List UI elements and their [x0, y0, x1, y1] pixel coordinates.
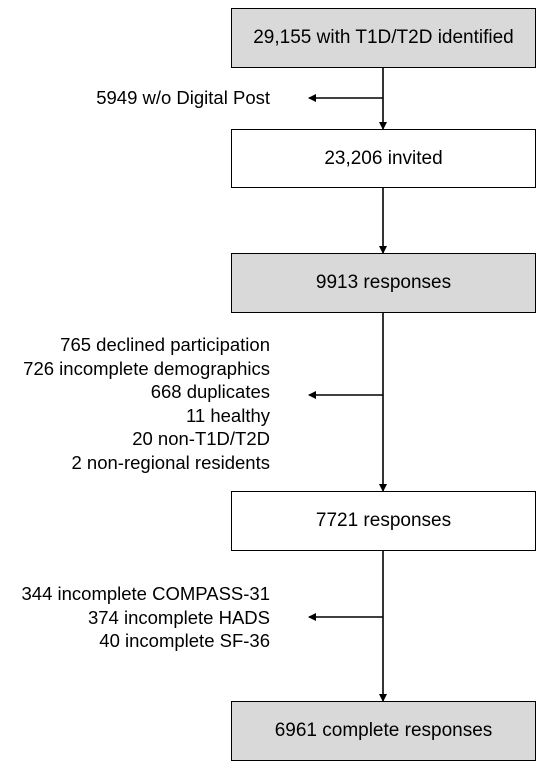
exclusion-line: 40 incomplete SF-36 — [99, 630, 270, 651]
exclusion-line: 2 non-regional residents — [71, 451, 271, 473]
box-complete: 6961 complete responses — [231, 701, 536, 761]
exclusion-line: 765 declined participation — [60, 334, 270, 355]
box-complete-label: 6961 complete responses — [274, 720, 493, 741]
box-responses-eligible: 7721 responses — [231, 491, 536, 551]
box-invited-label: 23,206 invited — [324, 147, 443, 169]
exclusion-incomplete-questionnaires: 344 incomplete COMPASS-31 374 incomplete… — [22, 582, 271, 653]
exclusion-line: 344 incomplete COMPASS-31 — [21, 583, 271, 604]
exclusion-invalid-responses: 765 declined participation 726 incomplet… — [23, 333, 270, 474]
exclusion-line: 11 healthy — [186, 404, 270, 426]
exclusion-no-digital-post: 5949 w/o Digital Post — [96, 86, 270, 110]
box-identified-label: 29,155 with T1D/T2D identified — [253, 27, 514, 48]
box-responses-initial: 9913 responses — [231, 253, 536, 313]
box-responses-initial-label: 9913 responses — [315, 272, 452, 293]
exclusion-line: 726 incomplete demographics — [23, 357, 270, 379]
exclusion-line: 20 non-T1D/T2D — [132, 428, 270, 449]
exclusion-line: 374 incomplete HADS — [87, 606, 270, 628]
exclusion-line: 668 duplicates — [150, 381, 270, 402]
box-invited: 23,206 invited — [231, 129, 536, 188]
box-identified: 29,155 with T1D/T2D identified — [231, 8, 536, 68]
exclusion-line: 5949 w/o Digital Post — [96, 87, 270, 108]
box-responses-eligible-label: 7721 responses — [315, 510, 452, 531]
